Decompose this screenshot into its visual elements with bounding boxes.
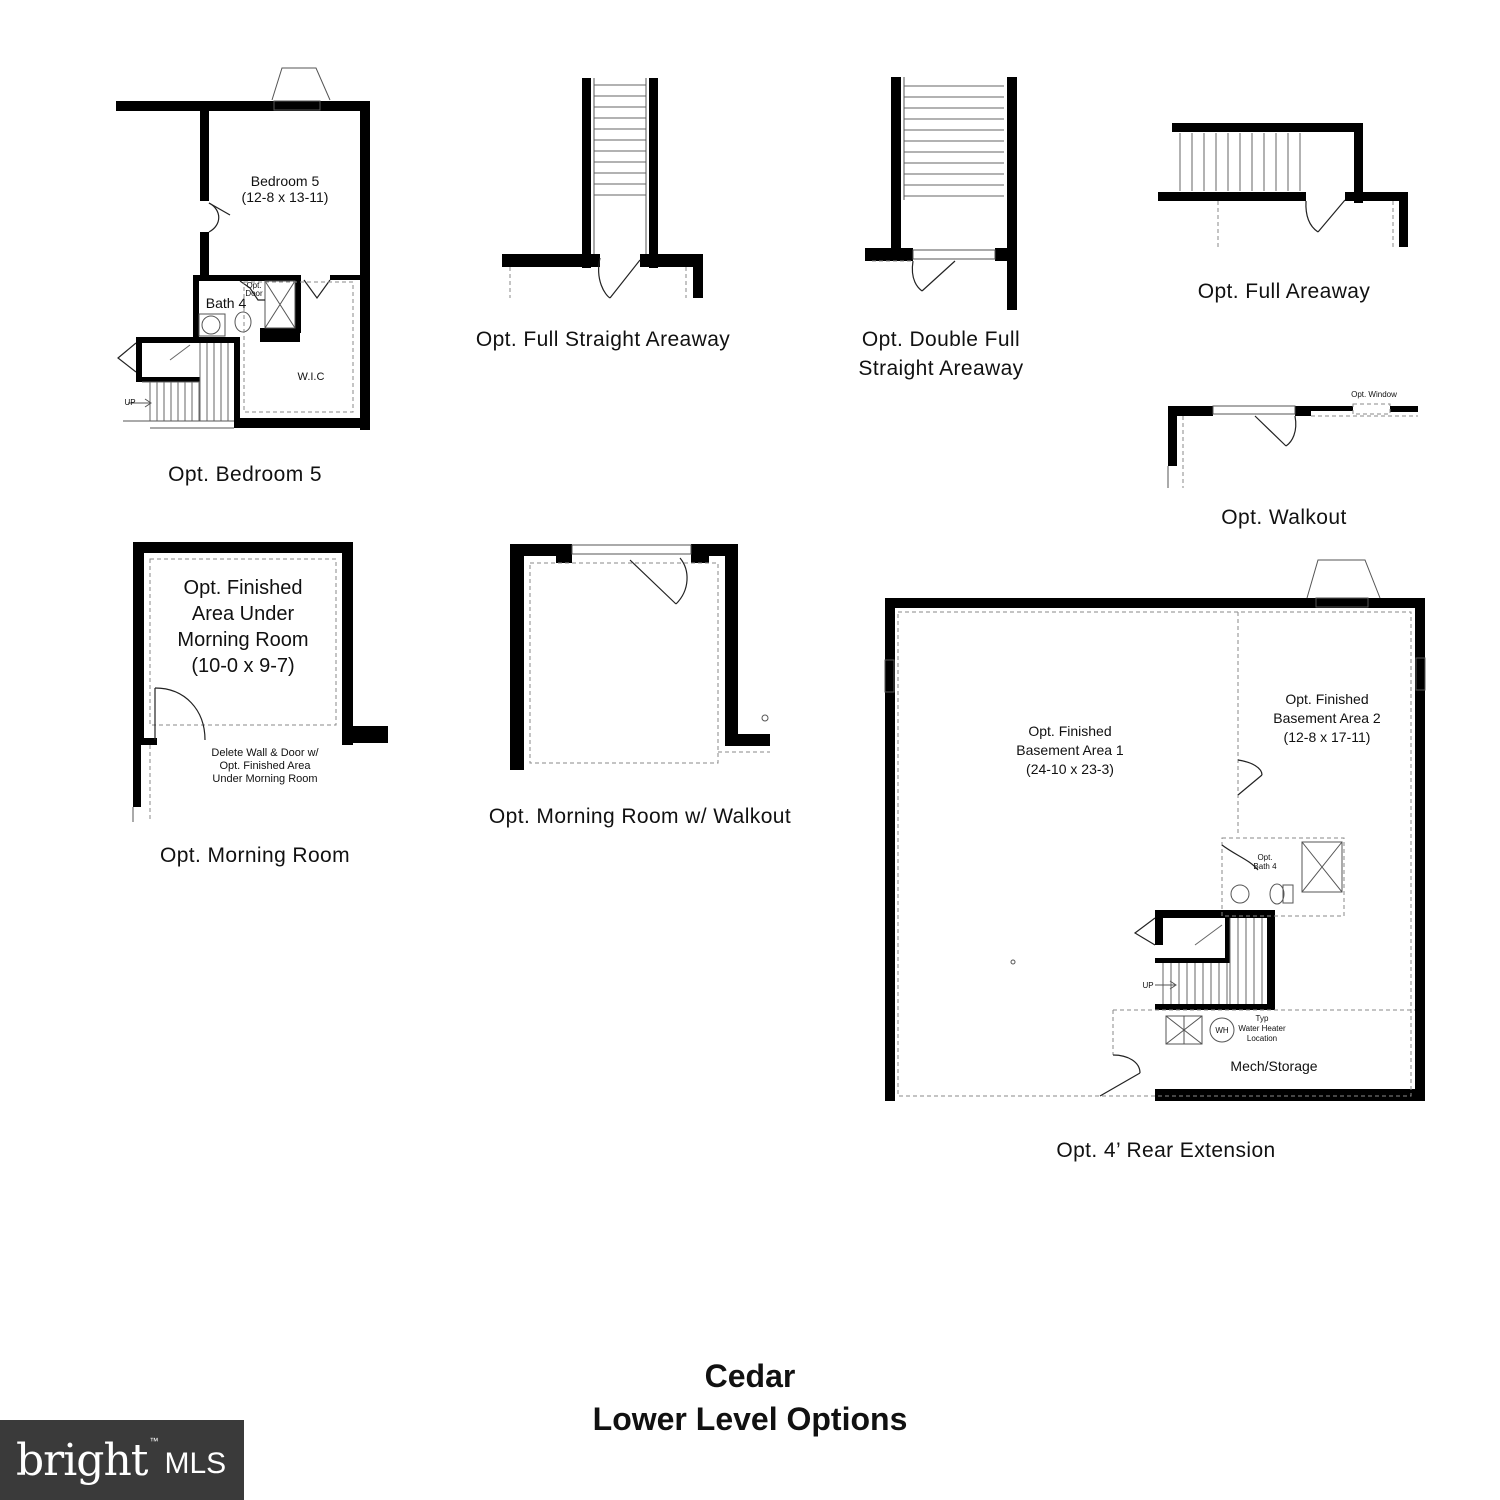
bath4b-label-1: Opt.: [1257, 853, 1272, 862]
basement1-label-1: Opt. Finished: [1028, 723, 1111, 739]
plan-title-line2: Lower Level Options: [593, 1401, 908, 1437]
logo-trademark: ™: [149, 1436, 159, 1446]
caption-double-full-line1: Opt. Double Full: [862, 328, 1020, 351]
morning-label-4: (10-0 x 9-7): [191, 655, 294, 677]
opt-door-label-2: Door: [245, 289, 263, 298]
morning-room-walkout-plan: [510, 544, 770, 770]
logo-brand-text: bright: [16, 1434, 148, 1486]
basement2-label-1: Opt. Finished: [1285, 691, 1368, 707]
morning-label-3: Morning Room: [177, 629, 308, 651]
delete-wall-note-2: Opt. Finished Area: [219, 760, 311, 772]
bright-mls-logo: bright ™ MLS: [0, 1420, 244, 1500]
logo-mls-text: MLS: [164, 1447, 227, 1480]
morning-label-2: Area Under: [192, 603, 295, 625]
caption-morning-room: Opt. Morning Room: [160, 844, 350, 867]
basement1-label-3: (24-10 x 23-3): [1026, 761, 1114, 777]
caption-walkout: Opt. Walkout: [1221, 506, 1346, 529]
bedroom5-dim: (12-8 x 13-11): [242, 189, 329, 205]
morning-room-plan: Opt. Finished Area Under Morning Room (1…: [132, 542, 388, 822]
caption-morning-room-walkout: Opt. Morning Room w/ Walkout: [489, 805, 791, 828]
typ-label-1: Typ: [1256, 1014, 1269, 1023]
typ-label-2: Water Heater: [1238, 1024, 1286, 1033]
basement2-label-2: Basement Area 2: [1273, 710, 1381, 726]
double-full-straight-areaway-plan: [865, 77, 1017, 310]
bath4b-label-2: Bath 4: [1253, 862, 1277, 871]
caption-bedroom5: Opt. Bedroom 5: [168, 463, 322, 486]
mech-storage-label: Mech/Storage: [1230, 1058, 1317, 1074]
caption-full-areaway: Opt. Full Areaway: [1198, 280, 1371, 303]
bedroom5-plan: Bedroom 5 (12-8 x 13-11) Bath 4 Opt. Doo…: [116, 67, 370, 430]
water-heater-wh: WH: [1215, 1026, 1229, 1035]
opt-door-label-1: Opt.: [246, 281, 261, 290]
plan-title-line1: Cedar: [705, 1358, 796, 1394]
bedroom5-name: Bedroom 5: [251, 173, 320, 189]
wic-label: W.I.C: [298, 371, 325, 383]
delete-wall-note-3: Under Morning Room: [212, 773, 317, 785]
up2-label: UP: [1142, 981, 1153, 990]
rear-extension-plan: Opt. Finished Basement Area 1 (24-10 x 2…: [884, 559, 1426, 1101]
basement1-label-2: Basement Area 1: [1016, 742, 1124, 758]
bath4-label: Bath 4: [206, 295, 247, 311]
walkout-plan: Opt. Window: [1167, 390, 1418, 488]
up-label: UP: [124, 398, 135, 407]
caption-full-straight-areaway: Opt. Full Straight Areaway: [476, 328, 730, 351]
caption-double-full-line2: Straight Areaway: [858, 357, 1023, 380]
full-straight-areaway-plan: [502, 78, 703, 299]
caption-rear-extension: Opt. 4’ Rear Extension: [1056, 1139, 1275, 1162]
basement2-label-3: (12-8 x 17-11): [1284, 729, 1371, 745]
full-areaway-plan: [1158, 123, 1408, 247]
opt-window-label: Opt. Window: [1351, 390, 1397, 399]
delete-wall-note-1: Delete Wall & Door w/: [211, 747, 319, 759]
morning-label-1: Opt. Finished: [184, 577, 303, 599]
typ-label-3: Location: [1247, 1034, 1277, 1043]
